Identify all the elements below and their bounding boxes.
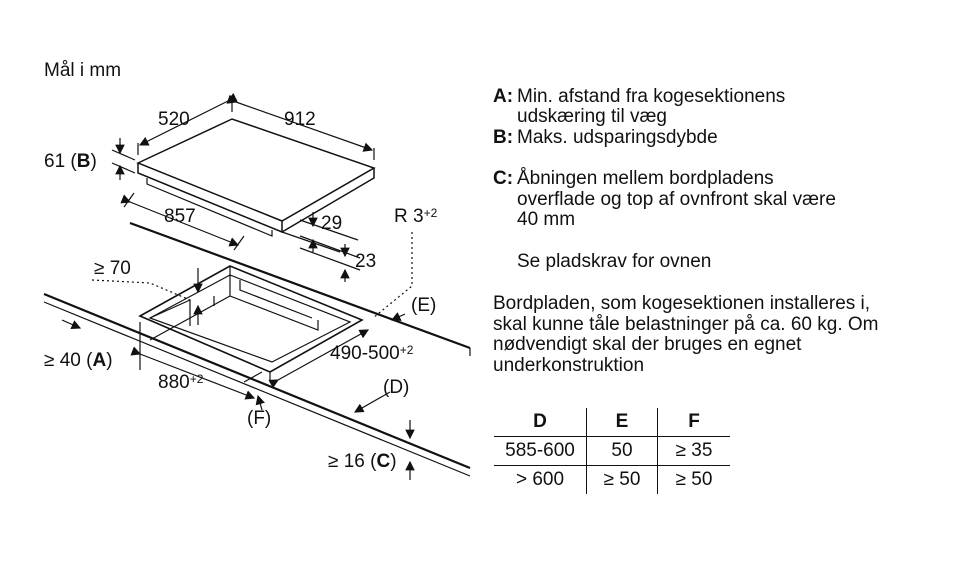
cell-f: ≥ 50 — [675, 469, 713, 490]
dim-r3-tolerance: +2 — [423, 206, 438, 220]
legend-b-line1: Maks. udsparingsdybde — [517, 127, 718, 148]
legend-c-line1: Åbningen mellem bordpladens — [517, 168, 774, 189]
load-note-4: underkonstruktion — [493, 355, 645, 376]
cell-d: > 600 — [494, 465, 587, 494]
load-note-3: nødvendigt skal der bruges en egnet — [493, 334, 802, 355]
label-e: (E) — [411, 295, 437, 316]
col-e: E — [586, 408, 658, 437]
table-header-row: D E F — [494, 408, 730, 437]
dim-29: 29 — [321, 213, 343, 234]
dimension-table: D E F 585-600 50 ≥ 35 > 600 ≥ 50 ≥ 50 — [494, 408, 730, 494]
dim-520: 520 — [158, 109, 190, 130]
dim-r3-value: R 3 — [394, 206, 424, 227]
legend-c: C:Åbningen mellem bordpladens — [493, 168, 774, 189]
cell-e: ≥ 50 — [586, 465, 658, 494]
legend-a-key: A: — [493, 86, 514, 107]
cell-e: 50 — [586, 436, 658, 466]
dim-880-value: 880 — [158, 372, 190, 393]
dim-880-tolerance: +2 — [189, 372, 204, 386]
legend-b-key: B: — [493, 127, 514, 148]
legend-c-key: C: — [493, 168, 514, 189]
units-label: Mål i mm — [44, 60, 122, 81]
dim-16: ≥ 16 ( — [328, 451, 377, 472]
dim-880: 880+2 — [158, 372, 203, 393]
col-f: F — [657, 408, 730, 437]
legend-a: A:Min. afstand fra kogesektionens — [493, 86, 785, 107]
dim-b-key: B — [76, 151, 91, 172]
dim-23: 23 — [355, 251, 377, 272]
dim-490-value: 490-500 — [330, 343, 400, 364]
table-row: > 600 ≥ 50 ≥ 50 — [494, 465, 730, 494]
legend-a-line2: udskæring til væg — [517, 106, 667, 127]
col-d: D — [494, 408, 587, 437]
dim-a-key: A — [92, 350, 107, 371]
dim-40: ≥ 40 ( — [44, 350, 93, 371]
dim-490-500: 490-500+2 — [330, 343, 413, 364]
label-f: (F) — [247, 408, 272, 429]
legend-c-line2: overflade og top af ovnfront skal være — [517, 189, 836, 210]
table-row: 585-600 50 ≥ 35 — [494, 436, 730, 466]
dim-a-close: ) — [106, 350, 113, 371]
dim-490-tolerance: +2 — [399, 343, 414, 357]
cell-d: 585-600 — [494, 436, 587, 466]
dim-16-c: ≥ 16 (C) — [328, 451, 397, 472]
label-d: (D) — [383, 377, 410, 398]
load-note-1: Bordpladen, som kogesektionen installere… — [493, 293, 871, 314]
dim-40-a: ≥ 40 (A) — [44, 350, 113, 371]
legend-c-line3: 40 mm — [517, 209, 576, 230]
dim-c-close: ) — [390, 451, 397, 472]
load-note-2: skal kunne tåle belastninger på ca. 60 k… — [493, 314, 879, 335]
legend-a-line1: Min. afstand fra kogesektionens — [517, 86, 786, 107]
dim-61-b: 61 (B) — [44, 151, 97, 172]
dim-c-key: C — [376, 451, 391, 472]
oven-note: Se pladskrav for ovnen — [517, 251, 712, 272]
legend-b: B:Maks. udsparingsdybde — [493, 127, 718, 148]
worktop-front-edge — [43, 292, 471, 470]
cutout — [138, 265, 364, 373]
dim-70: ≥ 70 — [94, 258, 131, 279]
dim-61: 61 ( — [44, 151, 77, 172]
dim-b-close: ) — [90, 151, 97, 172]
dim-857: 857 — [164, 206, 196, 227]
dim-912: 912 — [284, 109, 316, 130]
cell-f: ≥ 35 — [657, 436, 730, 466]
dim-r3: R 3+2 — [394, 206, 437, 227]
